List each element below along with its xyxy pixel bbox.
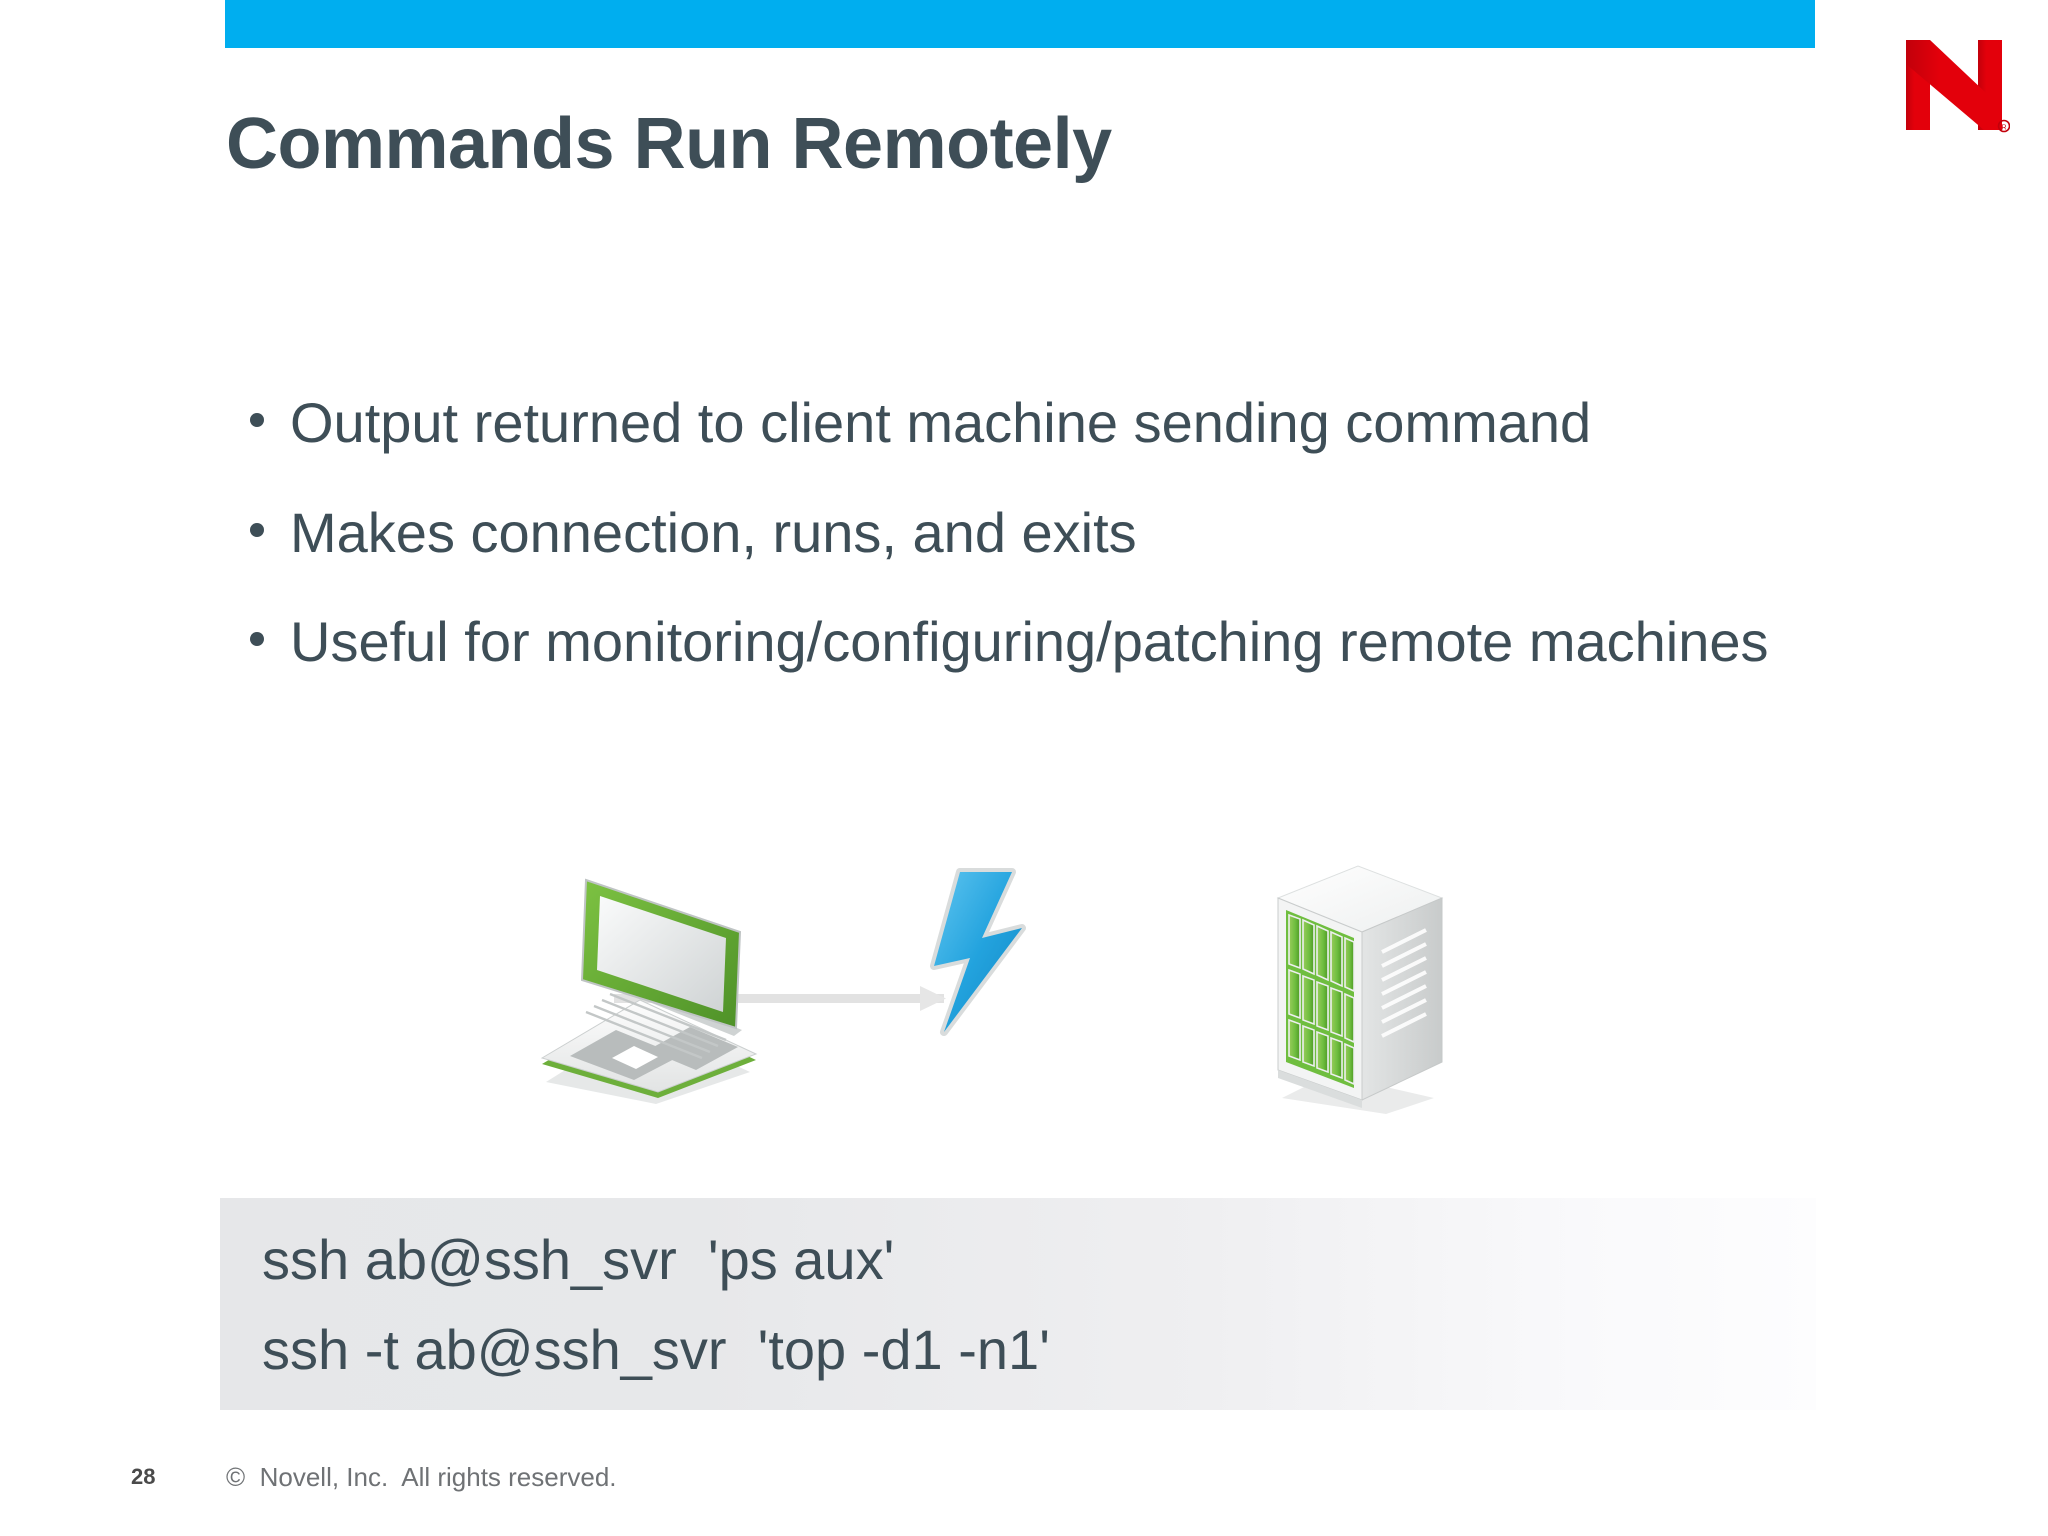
bullet-dot-icon xyxy=(250,413,264,427)
bullet-label: Makes connection, runs, and exits xyxy=(290,500,1137,564)
header-accent-bar xyxy=(225,0,1815,48)
copyright-notice: © Novell, Inc. All rights reserved. xyxy=(226,1462,617,1492)
list-item: Output returned to client machine sendin… xyxy=(250,385,1890,461)
laptop-client xyxy=(540,878,758,1104)
bullet-list: Output returned to client machine sendin… xyxy=(250,385,1890,714)
command-line: ssh -t ab@ssh_svr 'top -d1 -n1' xyxy=(262,1318,1050,1381)
page-title: Commands Run Remotely xyxy=(226,104,1112,184)
svg-text:R: R xyxy=(2001,125,2006,132)
command-line: ssh ab@ssh_svr 'ps aux' xyxy=(262,1228,895,1291)
page-number: 28 xyxy=(131,1464,156,1489)
bullet-label: Useful for monitoring/configuring/patchi… xyxy=(290,610,1769,674)
lightning-bolt xyxy=(930,868,1026,1036)
list-item: Makes connection, runs, and exits xyxy=(250,495,1890,571)
list-item: Useful for monitoring/configuring/patchi… xyxy=(250,604,1890,680)
bullet-dot-icon xyxy=(250,522,264,537)
bullet-label: Output returned to client machine sendin… xyxy=(290,391,1592,454)
ssh-topology-diagram xyxy=(530,860,1450,1120)
bullet-dot-icon xyxy=(250,632,264,647)
novell-n-logo: R xyxy=(1900,38,2010,138)
command-example-box: ssh ab@ssh_svr 'ps aux' ssh -t ab@ssh_sv… xyxy=(220,1198,1816,1410)
server-rack xyxy=(1276,865,1444,1114)
ssh-connection-arrow xyxy=(614,986,946,1011)
